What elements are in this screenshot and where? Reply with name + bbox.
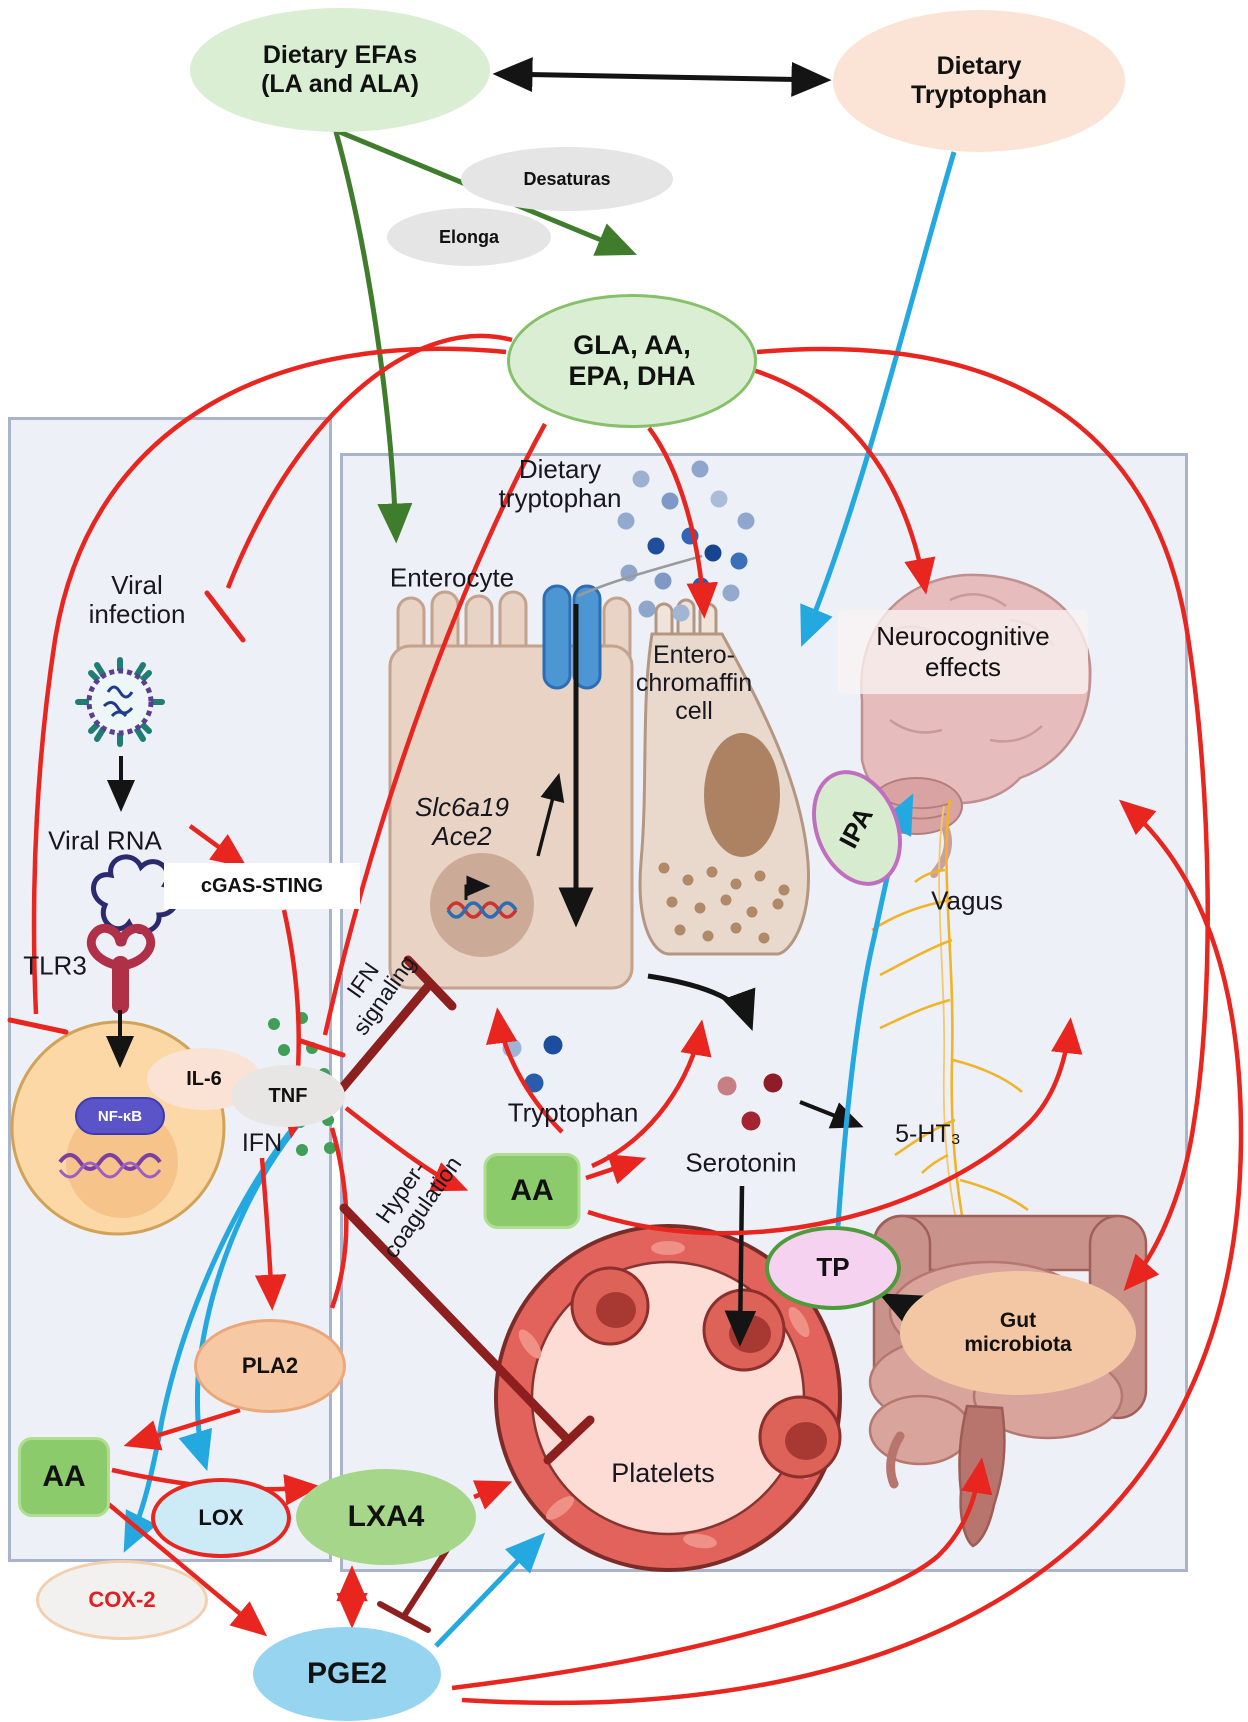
enterocyte-cell	[388, 584, 634, 990]
enterochromaffin-cell	[638, 598, 810, 956]
label-slc6a19-ace2: Slc6a19 Ace2	[415, 791, 509, 851]
node-pla2: PLA2	[194, 1319, 346, 1413]
red-inhibition-caps	[7, 590, 346, 1058]
node-aa-bottom: AA	[18, 1437, 110, 1517]
ipa-label: IPA	[833, 802, 880, 853]
label-dietary-tryptophan-gut: Dietary tryptophan	[498, 453, 622, 513]
node-tnf: TNF	[231, 1065, 345, 1127]
label-platelets: Platelets	[611, 1457, 715, 1488]
tryptophan-dot-cluster	[617, 460, 755, 622]
node-pge2: PGE2	[253, 1627, 441, 1721]
virus-icon	[75, 657, 165, 747]
node-neurocognitive-effects: Neurocognitive effects	[838, 610, 1088, 694]
node-aa-mid: AA	[483, 1153, 581, 1229]
node-lxa4: LXA4	[296, 1469, 476, 1565]
serotonin-granules	[658, 862, 790, 944]
label-viral-infection: Viral infection	[88, 569, 186, 629]
node-lox: LOX	[151, 1478, 291, 1558]
node-desaturases: Desaturas	[461, 147, 673, 211]
maroon-inhibition-bars	[317, 955, 595, 1633]
node-gla-aa-epa-dha: GLA, AA, EPA, DHA	[507, 294, 757, 428]
label-enterochromaffin-cell: Entero- chromaffin cell	[635, 641, 753, 725]
vagus-nerve	[871, 799, 1031, 1276]
label-5ht3: 5-HT₃	[895, 1120, 961, 1148]
blue-tryptophan-arrows	[123, 151, 957, 1648]
node-elongases: Elonga	[387, 208, 551, 266]
label-vagus: Vagus	[931, 885, 1003, 916]
label-tlr3: TLR3	[23, 950, 87, 981]
label-enterocyte: Enterocyte	[389, 562, 515, 593]
node-dietary-efas: Dietary EFAs (LA and ALA)	[190, 8, 490, 132]
serotonin-dots	[717, 1073, 783, 1131]
label-ifn: IFN	[241, 1129, 283, 1157]
node-dietary-tryptophan: Dietary Tryptophan	[833, 10, 1125, 152]
label-serotonin: Serotonin	[685, 1147, 797, 1178]
node-cox2: COX-2	[36, 1560, 208, 1640]
node-nfkb: NF-κB	[75, 1097, 165, 1135]
node-gut-microbiota: Gut microbiota	[900, 1271, 1136, 1395]
tlr3-receptor-icon	[86, 923, 156, 1014]
label-tryptophan: Tryptophan	[507, 1097, 639, 1128]
node-tp: TP	[765, 1226, 901, 1310]
black-arrows	[106, 57, 942, 1347]
node-cgas-sting: cGAS-STING	[164, 863, 360, 909]
label-viral-rna: Viral RNA	[48, 825, 162, 856]
